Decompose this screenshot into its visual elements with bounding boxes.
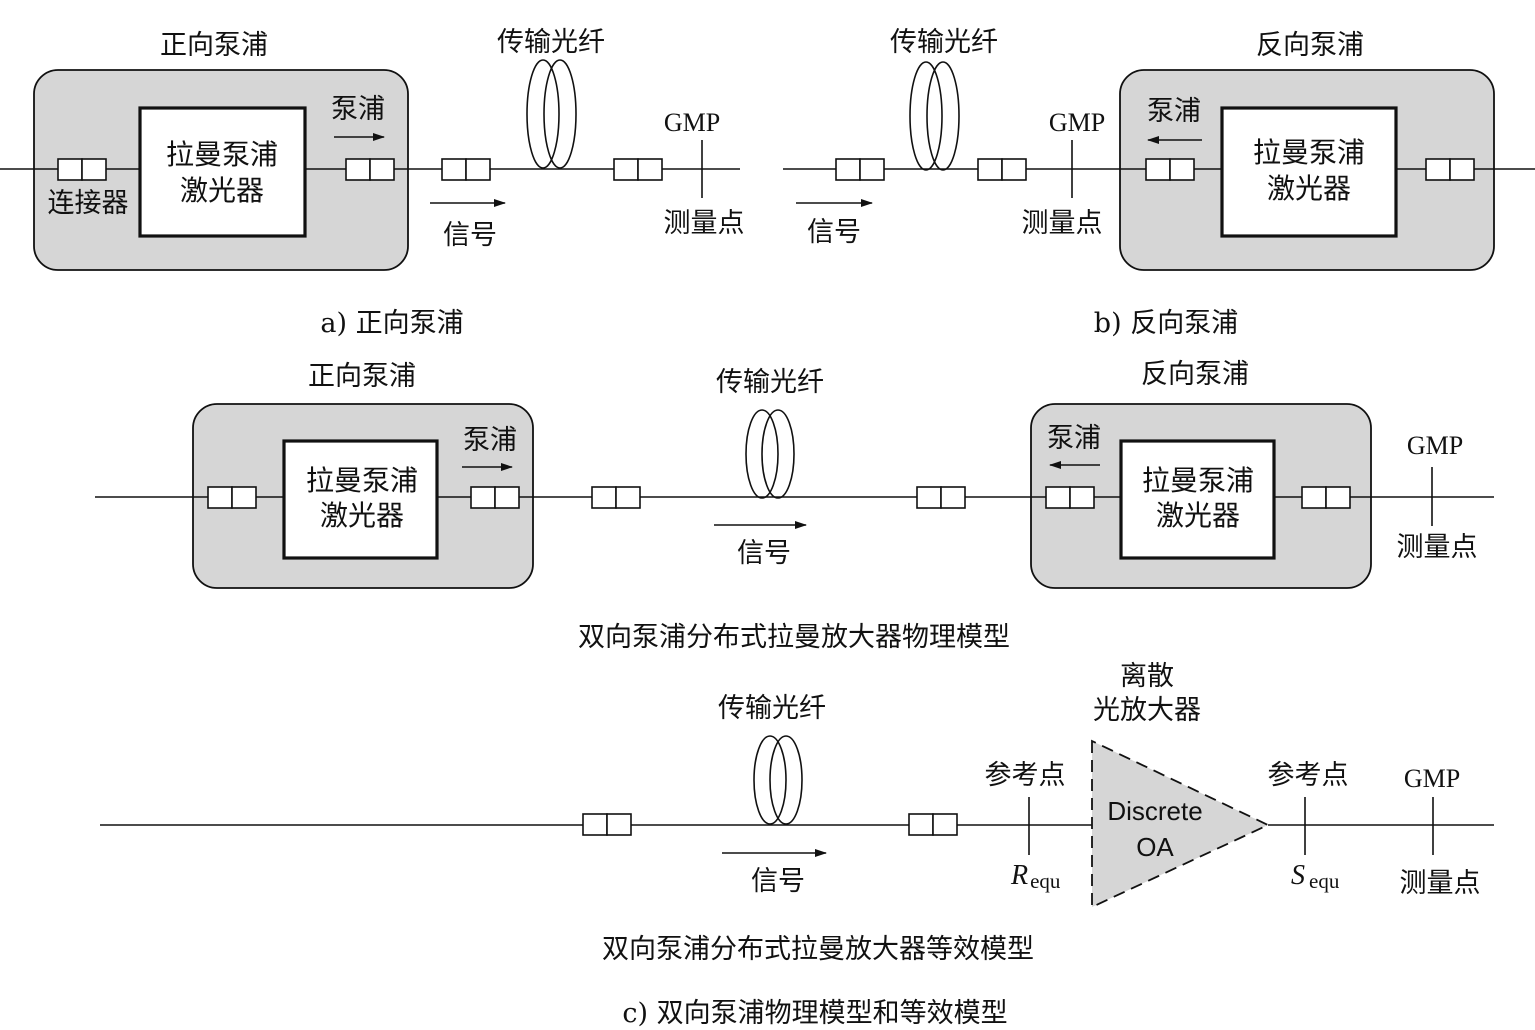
backward-pump-title: 反向泵浦: [1256, 30, 1364, 61]
fiber-coil-icon: [753, 735, 803, 825]
reference-point-label: 参考点: [1268, 760, 1349, 791]
reference-point-label: 参考点: [985, 760, 1066, 791]
connector: [1301, 486, 1351, 509]
raman-pump-laser: [138, 106, 307, 238]
oa-label-line2: OA: [1136, 832, 1174, 862]
caption-equivalent-model: 双向泵浦分布式拉曼放大器等效模型: [602, 934, 1034, 965]
connector-label: 连接器: [48, 188, 129, 219]
raman-pump-laser: [1119, 439, 1276, 560]
fiber-label: 传输光纤: [716, 367, 824, 398]
connector: [835, 158, 885, 181]
laser-label-line2: 激光器: [1267, 172, 1351, 205]
r-equ-main: R: [1010, 860, 1028, 891]
connector: [1145, 158, 1195, 181]
laser-label-line2: 激光器: [320, 499, 404, 532]
measure-point-label: 测量点: [1400, 868, 1481, 899]
fiber-coil-icon: [745, 409, 795, 499]
laser-label-line1: 拉曼泵浦: [1253, 136, 1365, 169]
measure-point-label: 测量点: [1397, 532, 1478, 563]
measure-point-label: 测量点: [664, 208, 745, 239]
panel-b-backward-pump: 拉曼泵浦 激光器 反向泵浦 泵浦 传输光纤 信号 GMP 测量点: [783, 27, 1535, 271]
fiber-label: 传输光纤: [718, 693, 826, 724]
signal-label: 信号: [807, 217, 861, 248]
laser-label-line1: 拉曼泵浦: [166, 138, 278, 171]
caption-c: c) 双向泵浦物理模型和等效模型: [622, 998, 1007, 1029]
fiber-coil-icon: [526, 59, 577, 169]
panel-a-forward-pump: 拉曼泵浦 激光器 连接器 正向泵浦 泵浦 传输光纤 信号 GMP 测量点: [0, 27, 745, 271]
raman-pump-laser: [282, 439, 439, 560]
connector: [916, 486, 966, 509]
fiber-label: 传输光纤: [497, 27, 605, 58]
connector: [1045, 486, 1095, 509]
connector: [470, 486, 520, 509]
connector: [57, 158, 107, 181]
signal-label: 信号: [443, 220, 497, 251]
laser-label-line2: 激光器: [1156, 499, 1240, 532]
caption-b: b) 反向泵浦: [1094, 308, 1238, 339]
connector: [613, 158, 663, 181]
s-equ-sub: equ: [1309, 869, 1340, 893]
discrete-amplifier-label-line1: 离散: [1120, 661, 1174, 692]
pump-label: 泵浦: [463, 425, 517, 456]
panel-c-equivalent-model: 传输光纤 信号 参考点 Requ Discrete OA 离散 光放大器 参考点…: [100, 661, 1494, 909]
laser-label-line1: 拉曼泵浦: [306, 464, 418, 497]
s-equ-main: S: [1291, 860, 1305, 891]
fiber-label: 传输光纤: [890, 27, 998, 58]
connector: [908, 813, 958, 836]
discrete-oa-triangle: [1091, 739, 1271, 909]
gmp-label: GMP: [664, 108, 720, 137]
gmp-label: GMP: [1407, 431, 1463, 460]
pump-label: 泵浦: [1047, 423, 1101, 454]
caption-physical-model: 双向泵浦分布式拉曼放大器物理模型: [578, 622, 1010, 653]
pump-label: 泵浦: [331, 94, 385, 125]
gmp-label: GMP: [1049, 108, 1105, 137]
connector: [582, 813, 632, 836]
signal-label: 信号: [751, 866, 805, 897]
laser-label-line1: 拉曼泵浦: [1142, 464, 1254, 497]
fiber-coil-icon: [909, 61, 960, 171]
oa-label-line1: Discrete: [1107, 796, 1202, 826]
pump-label: 泵浦: [1147, 96, 1201, 127]
connector: [1425, 158, 1475, 181]
r-equ-label: Requ: [1010, 860, 1061, 893]
laser-label-line2: 激光器: [180, 174, 264, 207]
connector: [591, 486, 641, 509]
backward-pump-title: 反向泵浦: [1141, 359, 1249, 390]
panel-c-physical-model: 拉曼泵浦 激光器 正向泵浦 泵浦 传输光纤 信号 拉曼泵浦 激光器 反向泵浦 泵…: [95, 359, 1494, 589]
discrete-amplifier-label-line2: 光放大器: [1093, 695, 1201, 726]
connector: [345, 158, 395, 181]
connector: [977, 158, 1027, 181]
forward-pump-title: 正向泵浦: [308, 361, 416, 392]
gmp-label: GMP: [1404, 764, 1460, 793]
caption-a: a) 正向泵浦: [320, 308, 463, 339]
raman-pump-laser: [1220, 106, 1398, 238]
measure-point-label: 测量点: [1022, 208, 1103, 239]
connector: [441, 158, 491, 181]
r-equ-sub: equ: [1030, 869, 1061, 893]
forward-pump-title: 正向泵浦: [160, 30, 268, 61]
connector: [207, 486, 257, 509]
signal-label: 信号: [737, 538, 791, 569]
